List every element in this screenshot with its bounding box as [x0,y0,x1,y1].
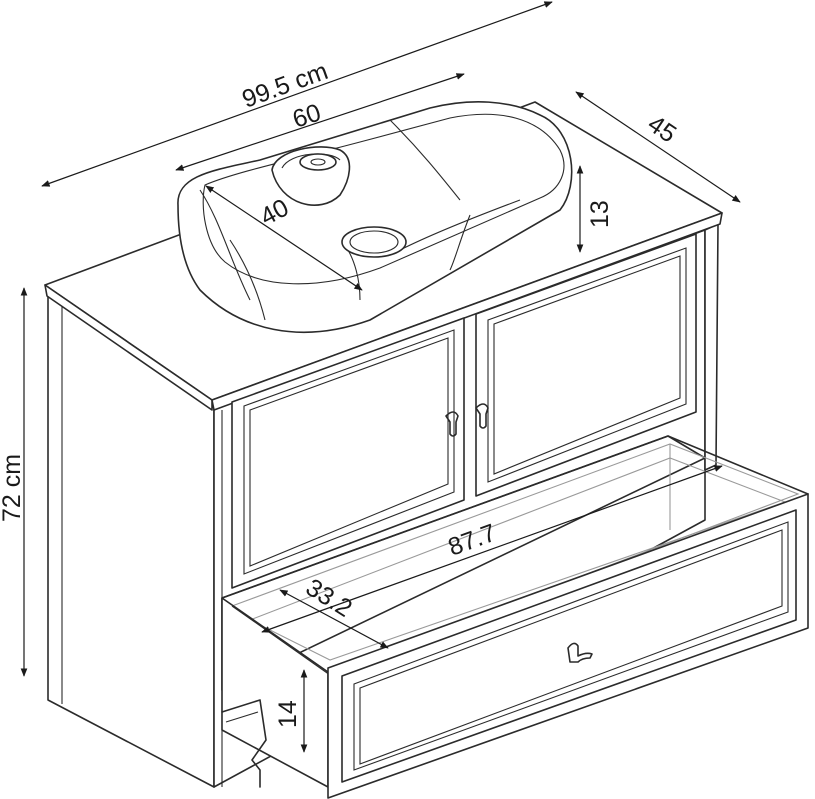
drawer-height-label: 14 [274,700,302,728]
height-label: 72 cm [0,454,26,522]
door-handle-icon[interactable] [445,403,489,437]
basin-height-label: 13 [586,200,614,228]
dimension-lines [20,1,741,753]
depth-label: 45 [643,110,682,149]
drawer-handle-icon[interactable] [567,642,593,663]
basin-width-label: 60 [289,98,324,133]
right-door[interactable] [475,233,697,497]
